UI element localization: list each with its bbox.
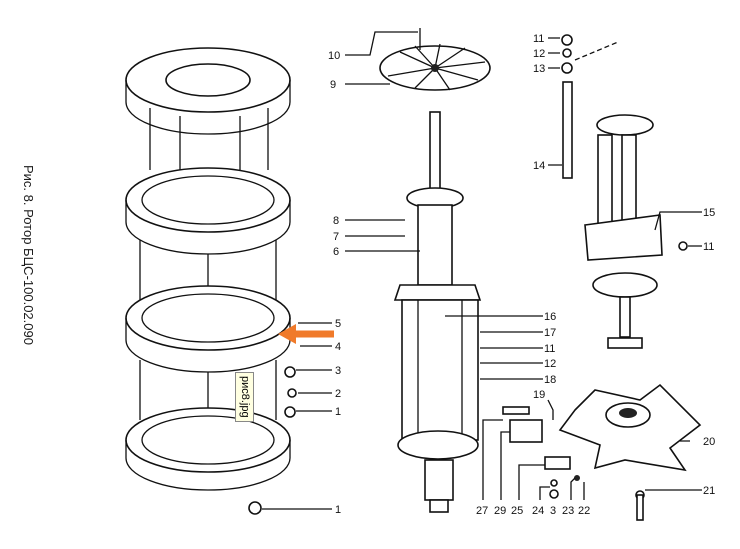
label-23: 23: [562, 505, 574, 517]
central-shaft-housing: [393, 111, 482, 513]
label-1: 1: [335, 406, 341, 418]
label-25: 25: [511, 505, 523, 517]
label-5: 5: [335, 318, 341, 330]
label-12-mid: 12: [544, 358, 556, 370]
label-1-bottom: 1: [335, 504, 341, 516]
label-10: 10: [328, 50, 340, 62]
filename-tooltip: рис8.jpg: [235, 372, 254, 422]
label-11-right: 11: [703, 241, 714, 253]
label-20: 20: [703, 436, 715, 448]
base-parts: [502, 383, 702, 521]
tooltip-text: рис8.jpg: [239, 376, 251, 418]
label-4: 4: [335, 341, 341, 353]
label-15: 15: [703, 207, 715, 219]
highlight-arrow: [278, 324, 334, 344]
label-3-bottom: 3: [550, 505, 556, 517]
label-18: 18: [544, 374, 556, 386]
part-labels: 5 4 3 2 1 1 10 9 8 7 6 11 12 13 14 15 11…: [328, 33, 715, 517]
label-14: 14: [533, 160, 545, 172]
label-3: 3: [335, 365, 341, 377]
label-27: 27: [476, 505, 488, 517]
label-22: 22: [578, 505, 590, 517]
shaft-with-springs-assembly: [561, 34, 688, 349]
leader-lines: [262, 31, 702, 510]
figure-caption: Рис. 8. Ротор БЦС-100.02.090: [21, 165, 36, 345]
label-11-mid: 11: [544, 343, 555, 355]
label-21: 21: [703, 485, 715, 497]
label-11: 11: [533, 33, 544, 45]
label-17: 17: [544, 327, 556, 339]
label-12: 12: [533, 48, 545, 60]
label-19: 19: [533, 389, 545, 401]
label-9: 9: [330, 79, 336, 91]
label-6: 6: [333, 246, 339, 258]
fan-impeller: [379, 28, 491, 91]
label-2: 2: [335, 388, 341, 400]
label-7: 7: [333, 231, 339, 243]
label-29: 29: [494, 505, 506, 517]
rotor-cage-assembly: [125, 47, 297, 515]
label-13: 13: [533, 63, 545, 75]
label-8: 8: [333, 215, 339, 227]
label-24: 24: [532, 505, 544, 517]
label-16: 16: [544, 311, 556, 323]
